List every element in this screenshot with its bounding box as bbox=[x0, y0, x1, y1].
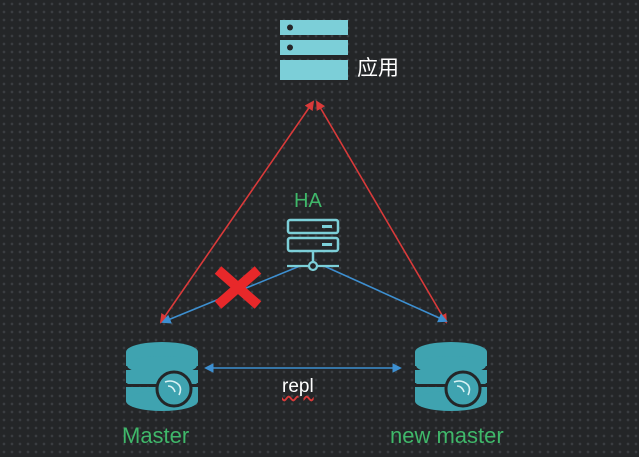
server-stack-icon bbox=[280, 20, 348, 80]
repl-label: repl bbox=[282, 376, 314, 397]
ha-label: HA bbox=[294, 190, 322, 212]
app-to-master-line bbox=[159, 100, 315, 324]
app-to-new-master-line bbox=[316, 100, 447, 324]
ha-server-icon bbox=[286, 218, 340, 272]
new-master-label: new master bbox=[390, 423, 504, 448]
master-label: Master bbox=[122, 423, 190, 448]
red-x-icon bbox=[214, 266, 262, 309]
master-database-icon bbox=[124, 342, 200, 411]
app-label: 应用 bbox=[357, 57, 399, 80]
ha-to-new-master-line bbox=[323, 265, 448, 323]
new-master-database-icon bbox=[413, 342, 489, 411]
